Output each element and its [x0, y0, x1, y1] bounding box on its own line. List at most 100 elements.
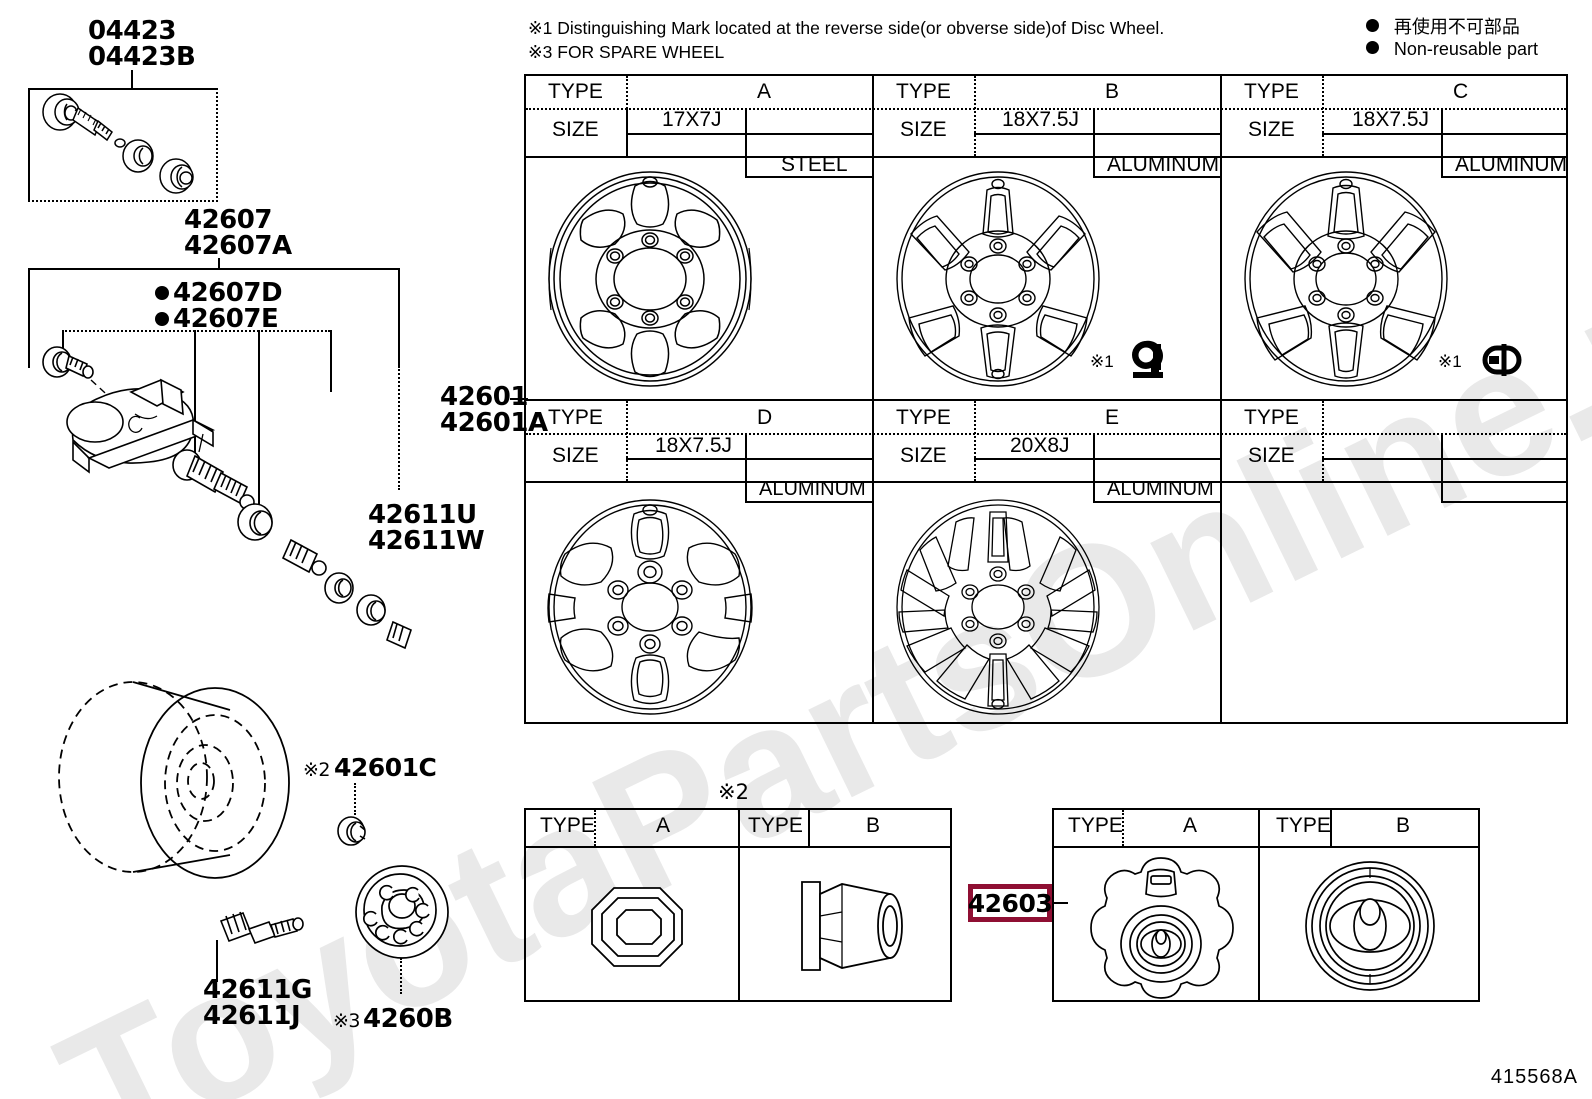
- illustration-tire-valve: [219, 911, 304, 945]
- label-04423-line2: 04423B: [88, 42, 196, 72]
- leader-42603: [1052, 902, 1068, 904]
- row1-b-size-value: 18X7.5J: [1002, 108, 1080, 131]
- box-42607-inner-top: [62, 330, 330, 332]
- leader-42601: [510, 398, 528, 400]
- wheel-type-e-alloy-multispoke: [896, 499, 1100, 715]
- row2-e-material: ALUMINUM: [1107, 478, 1214, 500]
- row2-sep-ef: [1220, 399, 1223, 724]
- leader-42607-right: [330, 330, 332, 392]
- mark-cd-block-icon: [1482, 344, 1522, 376]
- row1-type-underline: [526, 108, 1566, 110]
- nut-table-b-typecol: [808, 808, 810, 846]
- row2-e-matbox-left: [1093, 433, 1096, 503]
- cap-table-sep: [1258, 808, 1261, 1002]
- label-04423-line1: 04423: [88, 16, 176, 46]
- label-42611W: 42611W: [368, 526, 485, 556]
- row2-e-type-header: TYPE: [896, 406, 951, 429]
- cap-table-b-typecol: [1330, 808, 1332, 846]
- illustration-tpms-sensor: [42, 346, 412, 650]
- row1-a-sizecol: [626, 108, 628, 156]
- leader-04423: [131, 70, 133, 90]
- row1-c-size-value: 18X7.5J: [1352, 108, 1430, 131]
- mark-a-block-icon: [1132, 340, 1163, 378]
- mark-2-prefix: ※2: [303, 759, 331, 781]
- row2-f-size-header: SIZE: [1248, 444, 1295, 467]
- leader-42607-mid1: [194, 330, 196, 470]
- wheel-table-row-divider: [524, 399, 1568, 402]
- nut-table-a-typecol: [594, 810, 596, 846]
- row1-b-typecol: [974, 76, 976, 156]
- legend-label-en: Non-reusable part: [1393, 39, 1538, 59]
- wheel-type-d-alloy: [547, 499, 753, 715]
- diagram-id: 415568A: [1490, 1066, 1578, 1088]
- row1-c-type-header: TYPE: [1244, 80, 1299, 103]
- leader-42607: [218, 258, 220, 270]
- row2-sep-de: [872, 399, 875, 724]
- cap-a-type-header: TYPE: [1068, 814, 1123, 837]
- row2-e-typecol: [974, 401, 976, 481]
- filled-circle-icon: [1366, 41, 1379, 54]
- label-42607D: 42607D: [155, 278, 283, 308]
- row1-c-size-mid: [1322, 133, 1568, 135]
- label-42607D-text: 42607D: [173, 278, 283, 308]
- row2-e-matbox-bottom: [1093, 501, 1220, 504]
- row1-c-mark-label: ※1: [1438, 352, 1462, 371]
- row1-a-size-value: 17X7J: [662, 108, 722, 131]
- row1-sep-ab: [872, 74, 875, 399]
- row1-c-matbox-left: [1441, 108, 1444, 178]
- row2-e-size-mid: [974, 458, 1220, 460]
- illustration-hex-nut: [591, 887, 683, 967]
- nut-table-sep: [738, 808, 741, 1002]
- row2-d-material: ALUMINUM: [759, 478, 866, 500]
- row1-b-mark-label: ※1: [1090, 352, 1114, 371]
- row2-d-size-mid: [626, 458, 872, 460]
- leader-42607-mid2: [258, 330, 260, 525]
- row2-d-type-value: D: [757, 406, 773, 429]
- cap-table-header-underline: [1052, 846, 1480, 849]
- row2-e-type-value: E: [1105, 406, 1120, 429]
- leader-42601c: [354, 783, 356, 815]
- row1-a-type-header: TYPE: [548, 80, 603, 103]
- mark-3-prefix: ※3: [333, 1010, 361, 1032]
- row1-a-type-value: A: [757, 80, 772, 103]
- leader-4260b: [400, 958, 402, 994]
- row1-sep-bc: [1220, 74, 1223, 399]
- nut-table-caption: ※2: [718, 780, 749, 804]
- row2-e-size-header: SIZE: [900, 444, 947, 467]
- label-42601C-text: 42601C: [334, 753, 437, 782]
- illustration-spare-tire: [58, 681, 290, 879]
- label-42601-line1: 42601: [440, 382, 528, 412]
- legend-label-jp: 再使用不可部品: [1393, 17, 1520, 37]
- row2-d-typecol: [626, 401, 628, 481]
- row2-d-type-header: TYPE: [548, 406, 603, 429]
- row2-e-size-value: 20X8J: [1010, 434, 1070, 457]
- wheel-type-b-alloy: [896, 171, 1100, 387]
- box-04423-kit: [28, 88, 218, 202]
- wheel-type-a-steel: [548, 171, 752, 387]
- legend-row-en: Non-reusable part: [1366, 39, 1538, 60]
- row1-b-matbox-bottom: [1093, 176, 1220, 179]
- row1-a-size-header: SIZE: [552, 118, 599, 141]
- row1-a-size-mid: [626, 133, 872, 135]
- highlight-42603[interactable]: 42603: [968, 884, 1053, 922]
- row2-f-matbox-bottom: [1441, 501, 1568, 504]
- leader-42611g: [216, 940, 218, 982]
- label-42607E: 42607E: [155, 304, 279, 334]
- row1-a-material: STEEL: [781, 153, 848, 176]
- illustration-toyota-emblem-cap: [1305, 861, 1435, 991]
- cap-b-type-value: B: [1396, 814, 1411, 837]
- label-42601-line2: 42601A: [440, 408, 548, 438]
- row2-size-underline: [524, 481, 1568, 484]
- leader-42607d-left: [62, 330, 64, 356]
- row1-b-size-header: SIZE: [900, 118, 947, 141]
- row2-f-matbox-left: [1441, 433, 1444, 503]
- legend-row-jp: 再使用不可部品: [1366, 13, 1520, 39]
- nut-a-type-value: A: [656, 814, 671, 837]
- row2-d-matbox-left: [745, 433, 748, 503]
- row2-type-underline: [526, 433, 1566, 435]
- row2-f-size-mid: [1322, 458, 1568, 460]
- label-42611G: 42611G: [203, 975, 312, 1005]
